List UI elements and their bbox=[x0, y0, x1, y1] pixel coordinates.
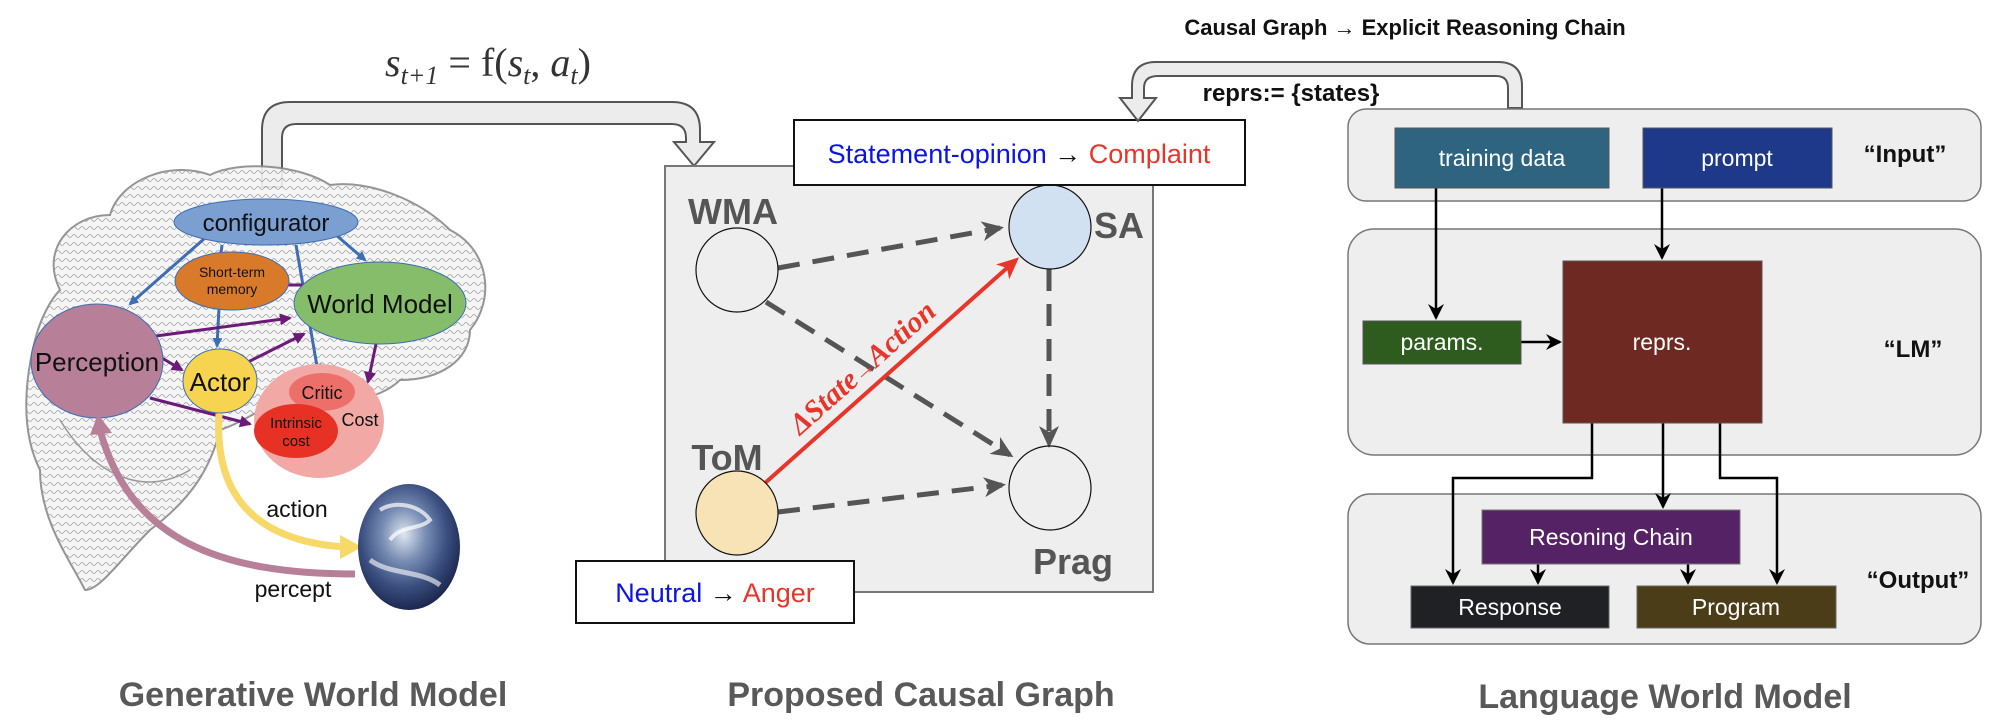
world-model-node: World Model bbox=[293, 261, 467, 345]
short-term-memory-node: Short-term memory bbox=[174, 251, 290, 311]
action-label: action bbox=[266, 496, 327, 522]
earth-icon bbox=[358, 484, 460, 610]
reasoning-chain-box: Resoning Chain bbox=[1481, 509, 1741, 565]
svg-text:reprs.: reprs. bbox=[1633, 329, 1692, 355]
svg-text:Intrinsic: Intrinsic bbox=[270, 415, 322, 432]
sa-transition-callout: Statement-opinion → Complaint bbox=[793, 119, 1246, 186]
section-label-output: “Output” bbox=[1867, 567, 1970, 594]
node-prag bbox=[1008, 445, 1092, 531]
svg-text:Statement-opinion → Complaint: Statement-opinion → Complaint bbox=[828, 139, 1211, 169]
svg-text:World Model: World Model bbox=[307, 289, 452, 319]
causal-to-reasoning-label: Causal Graph → Explicit Reasoning Chain bbox=[1184, 15, 1625, 40]
node-wma bbox=[695, 227, 779, 313]
edge-wma-sa bbox=[777, 221, 1004, 271]
cost-node: Critic Cost Intrinsic cost bbox=[254, 364, 384, 478]
configurator-node: configurator bbox=[173, 198, 359, 246]
response-box: Response bbox=[1410, 585, 1610, 629]
svg-text:prompt: prompt bbox=[1701, 145, 1773, 171]
svg-text:Actor: Actor bbox=[190, 367, 251, 397]
reprs-box: reprs. bbox=[1562, 260, 1763, 424]
svg-text:training data: training data bbox=[1439, 145, 1566, 171]
edge-wma-prag bbox=[764, 299, 1014, 458]
perception-node: Perception bbox=[30, 303, 164, 419]
label-tom: ToM bbox=[691, 437, 762, 478]
svg-text:Neutral → Anger: Neutral → Anger bbox=[615, 578, 815, 608]
proposed-causal-graph-panel: ΔState→Action WMA SA ToM Prag Statement-… bbox=[575, 119, 1246, 714]
svg-text:Short-term: Short-term bbox=[199, 264, 265, 280]
label-sa: SA bbox=[1094, 205, 1144, 246]
training-data-box: training data bbox=[1394, 127, 1610, 189]
svg-text:Resoning Chain: Resoning Chain bbox=[1529, 524, 1693, 550]
causal-edges bbox=[764, 221, 1059, 515]
params-box: params. bbox=[1362, 320, 1522, 365]
action-arrowhead-icon bbox=[340, 535, 362, 559]
panel-title-proposed-causal-graph: Proposed Causal Graph bbox=[727, 676, 1114, 714]
panel-title-language-world-model: Language World Model bbox=[1478, 678, 1851, 716]
label-prag: Prag bbox=[1033, 541, 1113, 582]
svg-text:Cost: Cost bbox=[341, 410, 378, 430]
action-arrow bbox=[215, 413, 346, 551]
svg-text:Response: Response bbox=[1458, 594, 1562, 620]
label-wma: WMA bbox=[688, 191, 778, 232]
svg-text:Program: Program bbox=[1692, 594, 1780, 620]
svg-text:Critic: Critic bbox=[302, 383, 343, 403]
svg-text:params.: params. bbox=[1400, 329, 1483, 355]
prompt-box: prompt bbox=[1642, 127, 1833, 189]
svg-text:memory: memory bbox=[207, 281, 258, 297]
internal-arrows bbox=[149, 279, 378, 428]
actor-node: Actor bbox=[182, 348, 258, 414]
transition-arrow-icon bbox=[261, 101, 717, 188]
percept-arrow bbox=[96, 429, 356, 578]
section-label-lm: “LM” bbox=[1884, 336, 1943, 363]
configurator-label: configurator bbox=[203, 210, 330, 237]
svg-text:Perception: Perception bbox=[35, 347, 159, 377]
state-transition-formula: st+1 = f(st, at) bbox=[385, 40, 591, 90]
panel-title-generative-world-model: Generative World Model bbox=[119, 676, 508, 714]
tom-transition-callout: Neutral → Anger bbox=[575, 560, 855, 624]
node-tom bbox=[695, 470, 779, 556]
svg-text:cost: cost bbox=[282, 433, 310, 450]
percept-label: percept bbox=[255, 576, 332, 602]
node-sa bbox=[1008, 184, 1092, 270]
edge-tom-sa-highlight bbox=[763, 257, 1019, 485]
reprs-states-label: reprs:= {states} bbox=[1203, 80, 1380, 107]
feedback-arrow-icon bbox=[1117, 61, 1523, 123]
program-box: Program bbox=[1636, 585, 1837, 629]
language-world-model-panel: Causal Graph → Explicit Reasoning Chain … bbox=[1117, 15, 1982, 716]
percept-arrowhead-icon bbox=[90, 414, 112, 435]
edge-tom-prag bbox=[777, 477, 1006, 515]
lm-connectors bbox=[1428, 188, 1785, 585]
section-label-input: “Input” bbox=[1864, 141, 1947, 168]
generative-world-model-panel: st+1 = f(st, at) configurator bbox=[25, 40, 717, 714]
